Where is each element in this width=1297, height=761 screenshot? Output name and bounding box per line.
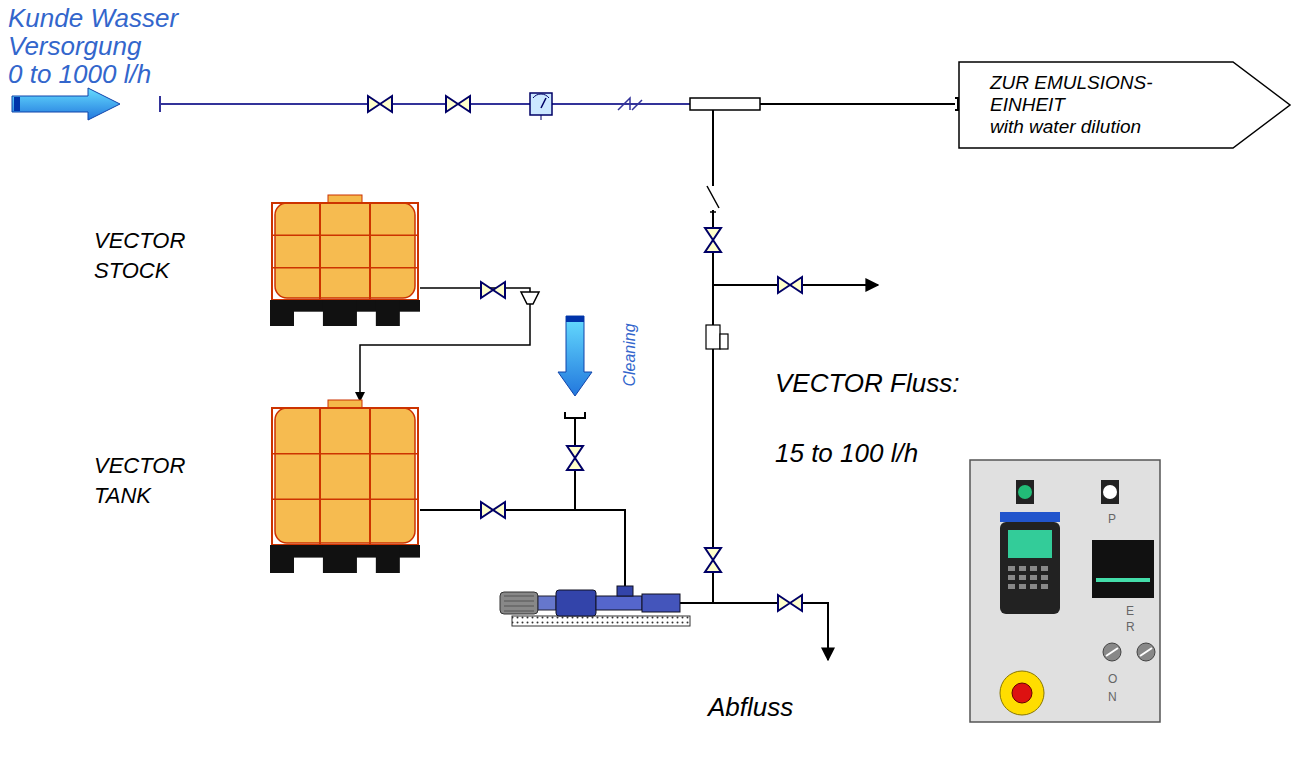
gate-valve [446, 96, 470, 112]
arrow-shape [959, 62, 1290, 148]
cleaning-label: Cleaning [621, 323, 639, 386]
supply-arrow [12, 88, 120, 120]
flow-label: VECTOR Fluss: [775, 368, 965, 398]
gate-valve [705, 548, 721, 572]
cleaning-inlet [565, 412, 585, 418]
destination-arrow: ZUR EMULSIONS-EINHEITwith water dilution [958, 61, 1293, 149]
control-panel [970, 460, 1160, 722]
check-valve [618, 98, 642, 110]
tank-shape [270, 192, 420, 326]
ibc-tank: VECTOR STOCK [90, 192, 425, 332]
supply-pipe-end [760, 98, 958, 110]
destination-text: with water dilution [990, 116, 1223, 138]
check-valve [705, 186, 721, 212]
transfer-pipe [360, 288, 530, 401]
gate-valve [481, 502, 505, 518]
supply-pipe [160, 96, 690, 112]
supply-label: Kunde Wasser Versorgung [8, 4, 218, 60]
panel-letter: O [1108, 672, 1122, 686]
gate-valve [778, 595, 802, 611]
text-block: ZUR EMULSIONS-EINHEITwith water dilution [958, 61, 1293, 146]
supply-arrow-tail [14, 97, 20, 111]
cleaning-arrow-tail [566, 316, 584, 322]
flow-range: 15 to 100 l/h [775, 438, 965, 468]
cleaning-arrow [558, 316, 592, 396]
gate-valve [368, 96, 392, 112]
destination-text: ZUR EMULSIONS-EINHEIT [990, 72, 1223, 116]
suction-pipe [420, 510, 625, 592]
gate-valve [778, 277, 802, 293]
flow-meter [530, 93, 552, 120]
tank-label: VECTOR TANK [94, 451, 244, 511]
flow-range: 0 to 1000 l/h [8, 60, 238, 88]
gate-valve [567, 446, 583, 470]
tee-fitting [690, 98, 760, 110]
panel-letter: R [1126, 620, 1140, 634]
gate-valve [705, 228, 721, 252]
flow-sensor [706, 325, 728, 349]
screw-pump [500, 586, 690, 626]
funnel [521, 292, 539, 304]
panel-letter: E [1126, 604, 1140, 618]
gate-valve [481, 282, 505, 298]
ibc-tank: VECTOR TANK [90, 395, 425, 577]
drain-label: Abfluss [708, 692, 848, 722]
vector-pipe [712, 110, 714, 603]
drain-pipe [680, 603, 828, 660]
panel-letter: N [1108, 690, 1122, 704]
tank-shape [270, 395, 420, 573]
panel-letter: P [1108, 512, 1122, 526]
tank-label: VECTOR STOCK [94, 226, 244, 286]
